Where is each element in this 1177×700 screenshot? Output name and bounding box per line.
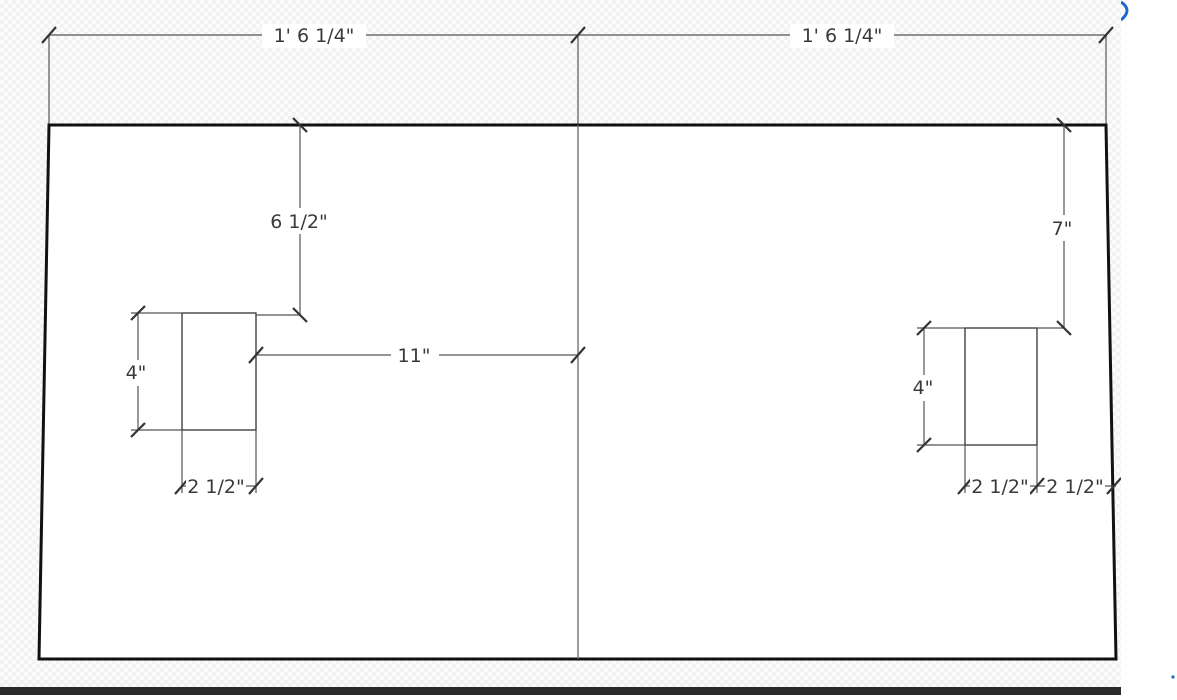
left-width-dimension: 2 1/2": [174, 430, 264, 498]
tick-mark: [570, 26, 586, 44]
label-background: [121, 360, 151, 386]
tick-mark: [292, 117, 308, 133]
right-top-offset-dimension: 7": [1037, 117, 1084, 336]
tick-mark: [957, 477, 973, 495]
label-background: [970, 474, 1030, 498]
dimension-top-left-width: 1' 6 1/4": [274, 25, 355, 47]
tick-mark: [916, 320, 932, 336]
label-background: [186, 474, 246, 498]
right-side-panel: [1119, 0, 1177, 695]
right-cutout[interactable]: [964, 327, 1038, 446]
tick-mark: [130, 305, 146, 321]
dimension-right-box-to-edge: 2 1/2": [1046, 476, 1103, 498]
label-background: [263, 208, 335, 234]
right-width-dimensions: 2 1/2" 2 1/2": [957, 445, 1122, 498]
status-dot-icon: [1171, 675, 1175, 679]
tick-mark: [916, 437, 932, 453]
dimension-right-box-width: 2 1/2": [971, 476, 1028, 498]
tick-mark: [570, 346, 586, 364]
tick-mark: [41, 26, 57, 44]
label-background: [1044, 215, 1084, 241]
dimension-left-box-to-center: 11": [398, 345, 431, 367]
tick-mark: [292, 307, 308, 323]
left-top-offset-dimension: 6 1/2": [256, 117, 335, 323]
tick-mark: [1056, 320, 1072, 336]
dimension-right-box-height: 4": [913, 377, 934, 399]
tick-mark: [248, 346, 264, 364]
left-center-offset-dimension: 11": [248, 343, 586, 369]
dimension-top-right-width: 1' 6 1/4": [802, 25, 883, 47]
top-dimension-chain: 1' 6 1/4" 1' 6 1/4": [41, 24, 1114, 124]
scroll-indicator-icon: [1119, 0, 1129, 22]
dimension-right-box-from-top: 7": [1052, 218, 1073, 240]
dimension-left-box-width: 2 1/2": [187, 476, 244, 498]
label-background: [907, 375, 939, 401]
label-background: [1045, 474, 1105, 498]
tick-mark: [248, 477, 264, 495]
bottom-toolbar-strip: [0, 687, 1121, 695]
dimension-left-box-from-top: 6 1/2": [270, 211, 327, 233]
left-height-dimension: 4": [121, 305, 182, 438]
label-background: [391, 343, 439, 369]
label-background: [790, 24, 894, 48]
right-height-dimension: 4": [907, 320, 965, 453]
label-background: [262, 24, 366, 48]
tick-mark: [1029, 477, 1045, 495]
tick-mark: [1106, 477, 1122, 495]
tick-mark: [130, 422, 146, 438]
tick-mark: [1056, 117, 1072, 133]
dimension-left-box-height: 4": [126, 362, 147, 384]
left-cutout[interactable]: [181, 312, 257, 431]
right-panel-graphics: [1119, 0, 1175, 679]
tick-mark: [1098, 26, 1114, 44]
